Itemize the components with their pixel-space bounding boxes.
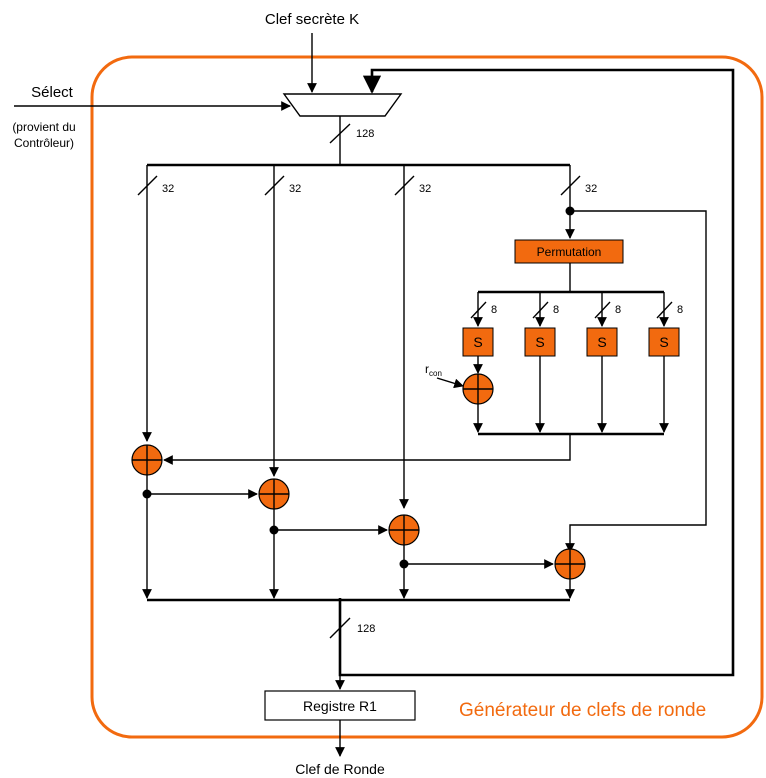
bus-width-8-3: 8 bbox=[615, 304, 621, 316]
bus-slash-128-bottom bbox=[329, 617, 351, 639]
rcon-xor bbox=[462, 373, 494, 405]
bus-slash-8-1 bbox=[470, 301, 487, 319]
secret-key-label: Clef secrète K bbox=[265, 11, 359, 28]
feedback-bus bbox=[338, 68, 735, 677]
sbox-2 bbox=[524, 327, 556, 357]
bus-width-8-2: 8 bbox=[553, 304, 559, 316]
permutation-label: Permutation bbox=[537, 245, 602, 259]
sbox-3-label: S bbox=[597, 334, 606, 350]
permutation-box bbox=[514, 239, 624, 264]
multiplexer bbox=[282, 93, 403, 117]
register-r1-label: Registre R1 bbox=[303, 698, 377, 714]
sbox-1 bbox=[462, 327, 494, 357]
bus-width-32-2: 32 bbox=[289, 183, 301, 195]
round-key-label: Clef de Ronde bbox=[295, 761, 385, 777]
rcon-label: rcon bbox=[425, 362, 442, 378]
sbox-1-label: S bbox=[473, 334, 482, 350]
select-note-line1: (provient du bbox=[12, 120, 75, 134]
generator-title: Générateur de clefs de ronde bbox=[459, 700, 706, 721]
register-r1 bbox=[264, 690, 416, 721]
bus-slash-32-3 bbox=[394, 175, 415, 196]
sbox-4-label: S bbox=[659, 334, 668, 350]
bus-width-32-1: 32 bbox=[162, 183, 174, 195]
sbox-3 bbox=[586, 327, 618, 357]
bus-slash-32-2 bbox=[264, 175, 285, 196]
generator-frame bbox=[90, 55, 764, 739]
bus-slash-32-1 bbox=[137, 175, 158, 196]
xor-lane-1 bbox=[131, 444, 163, 476]
rcon-symbol: r bbox=[425, 362, 429, 376]
xor-lane-4 bbox=[554, 548, 586, 580]
bus-width-8-1: 8 bbox=[491, 304, 497, 316]
bus-slash-8-2 bbox=[532, 301, 549, 319]
bus-slash-32-4 bbox=[560, 175, 581, 196]
xor-lane-3 bbox=[388, 514, 420, 546]
bus-width-32-4: 32 bbox=[585, 183, 597, 195]
bus-width-128-bottom: 128 bbox=[357, 623, 375, 635]
bus-width-8-4: 8 bbox=[677, 304, 683, 316]
select-note-line2: Contrôleur) bbox=[14, 136, 74, 150]
bus-slash-128-top bbox=[329, 123, 351, 144]
bus-slash-8-3 bbox=[594, 301, 611, 319]
bus-width-32-3: 32 bbox=[419, 183, 431, 195]
select-label: Sélect bbox=[31, 84, 74, 101]
subword-feedback-wire bbox=[163, 434, 571, 465]
rcon-input-wire bbox=[436, 377, 464, 389]
bus-width-128-top: 128 bbox=[356, 128, 374, 140]
bus-slash-8-4 bbox=[656, 301, 673, 319]
lane4-bypass-wire bbox=[565, 210, 707, 553]
rcon-subscript: con bbox=[429, 369, 442, 378]
sbox-2-label: S bbox=[535, 334, 544, 350]
xor-lane-2 bbox=[258, 478, 290, 510]
